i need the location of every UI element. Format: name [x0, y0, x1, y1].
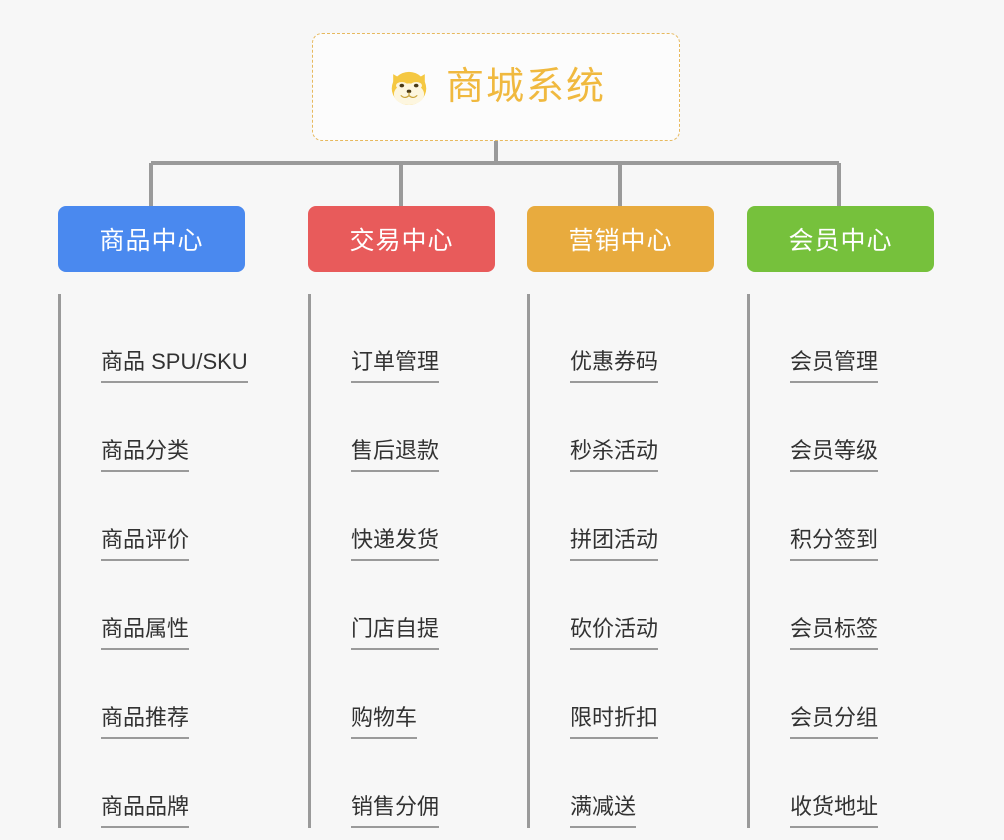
leaf-label: 商品推荐 [101, 705, 190, 739]
leaf-item[interactable]: 秒杀活动 [528, 383, 714, 472]
leaf-label: 满减送 [570, 794, 637, 828]
leaf-label: 会员管理 [790, 349, 879, 383]
leaf-label: 限时折扣 [570, 705, 659, 739]
leaf-label: 销售分佣 [351, 794, 440, 828]
column-trade-center: 交易中心 订单管理 售后退款 快递发货 门店自提 购物车 销售分佣 [308, 206, 495, 828]
category-header-label-2: 营销中心 [568, 227, 673, 255]
leaf-item[interactable]: 会员分组 [748, 650, 934, 739]
leaf-item[interactable]: 积分签到 [748, 472, 934, 561]
root-title: 商城系统 [445, 66, 606, 108]
category-header-0[interactable]: 商品中心 [58, 206, 245, 272]
leaf-item[interactable]: 购物车 [309, 650, 495, 739]
leaf-item[interactable]: 会员管理 [748, 294, 934, 383]
column-marketing-center: 营销中心 优惠券码 秒杀活动 拼团活动 砍价活动 限时折扣 满减送 [527, 206, 714, 828]
leaf-label: 拼团活动 [570, 527, 659, 561]
leaf-item[interactable]: 销售分佣 [309, 739, 495, 828]
shiba-dog-face-icon [391, 71, 427, 107]
leaf-item[interactable]: 门店自提 [309, 561, 495, 650]
column-product-center: 商品中心 商品 SPU/SKU 商品分类 商品评价 商品属性 商品推荐 商品品牌 [58, 206, 248, 828]
leaf-item[interactable]: 收货地址 [748, 739, 934, 828]
leaf-list-0: 商品 SPU/SKU 商品分类 商品评价 商品属性 商品推荐 商品品牌 [58, 294, 248, 828]
leaf-label: 售后退款 [351, 438, 440, 472]
leaf-label: 商品分类 [101, 438, 190, 472]
leaf-item[interactable]: 拼团活动 [528, 472, 714, 561]
leaf-item[interactable]: 会员标签 [748, 561, 934, 650]
leaf-item[interactable]: 售后退款 [309, 383, 495, 472]
leaf-label: 收货地址 [790, 794, 879, 828]
leaf-item[interactable]: 快递发货 [309, 472, 495, 561]
category-header-3[interactable]: 会员中心 [747, 206, 934, 272]
leaf-list-1: 订单管理 售后退款 快递发货 门店自提 购物车 销售分佣 [308, 294, 495, 828]
leaf-label: 订单管理 [351, 349, 440, 383]
category-header-2[interactable]: 营销中心 [527, 206, 714, 272]
leaf-item[interactable]: 商品属性 [59, 561, 245, 650]
leaf-label: 会员标签 [790, 616, 879, 650]
column-spine-0 [58, 294, 61, 828]
category-header-1[interactable]: 交易中心 [308, 206, 495, 272]
leaf-item[interactable]: 商品评价 [59, 472, 245, 561]
column-spine-3 [747, 294, 750, 828]
leaf-item[interactable]: 满减送 [528, 739, 714, 828]
leaf-item[interactable]: 砍价活动 [528, 561, 714, 650]
leaf-label: 快递发货 [351, 527, 440, 561]
leaf-label: 购物车 [351, 705, 418, 739]
leaf-item[interactable]: 会员等级 [748, 383, 934, 472]
leaf-item[interactable]: 商品推荐 [59, 650, 245, 739]
leaf-item[interactable]: 订单管理 [309, 294, 495, 383]
root-node[interactable]: 商城系统 [312, 33, 680, 141]
category-header-label-1: 交易中心 [349, 227, 454, 255]
leaf-item[interactable]: 优惠券码 [528, 294, 714, 383]
leaf-label: 优惠券码 [570, 349, 659, 383]
column-member-center: 会员中心 会员管理 会员等级 积分签到 会员标签 会员分组 收货地址 [747, 206, 934, 828]
leaf-label: 砍价活动 [570, 616, 659, 650]
column-spine-2 [527, 294, 530, 828]
column-spine-1 [308, 294, 311, 828]
leaf-label: 商品属性 [101, 616, 190, 650]
leaf-label: 门店自提 [351, 616, 440, 650]
leaf-item[interactable]: 商品 SPU/SKU [59, 294, 248, 383]
leaf-item[interactable]: 限时折扣 [528, 650, 714, 739]
leaf-label: 商品 SPU/SKU [101, 349, 248, 383]
leaf-list-2: 优惠券码 秒杀活动 拼团活动 砍价活动 限时折扣 满减送 [527, 294, 714, 828]
leaf-item[interactable]: 商品分类 [59, 383, 245, 472]
leaf-label: 积分签到 [790, 527, 879, 561]
leaf-label: 会员等级 [790, 438, 879, 472]
leaf-item[interactable]: 商品品牌 [59, 739, 245, 828]
leaf-list-3: 会员管理 会员等级 积分签到 会员标签 会员分组 收货地址 [747, 294, 934, 828]
leaf-label: 会员分组 [790, 705, 879, 739]
category-header-label-0: 商品中心 [99, 227, 204, 255]
leaf-label: 秒杀活动 [570, 438, 659, 472]
category-header-label-3: 会员中心 [788, 227, 893, 255]
leaf-label: 商品品牌 [101, 794, 190, 828]
leaf-label: 商品评价 [101, 527, 190, 561]
